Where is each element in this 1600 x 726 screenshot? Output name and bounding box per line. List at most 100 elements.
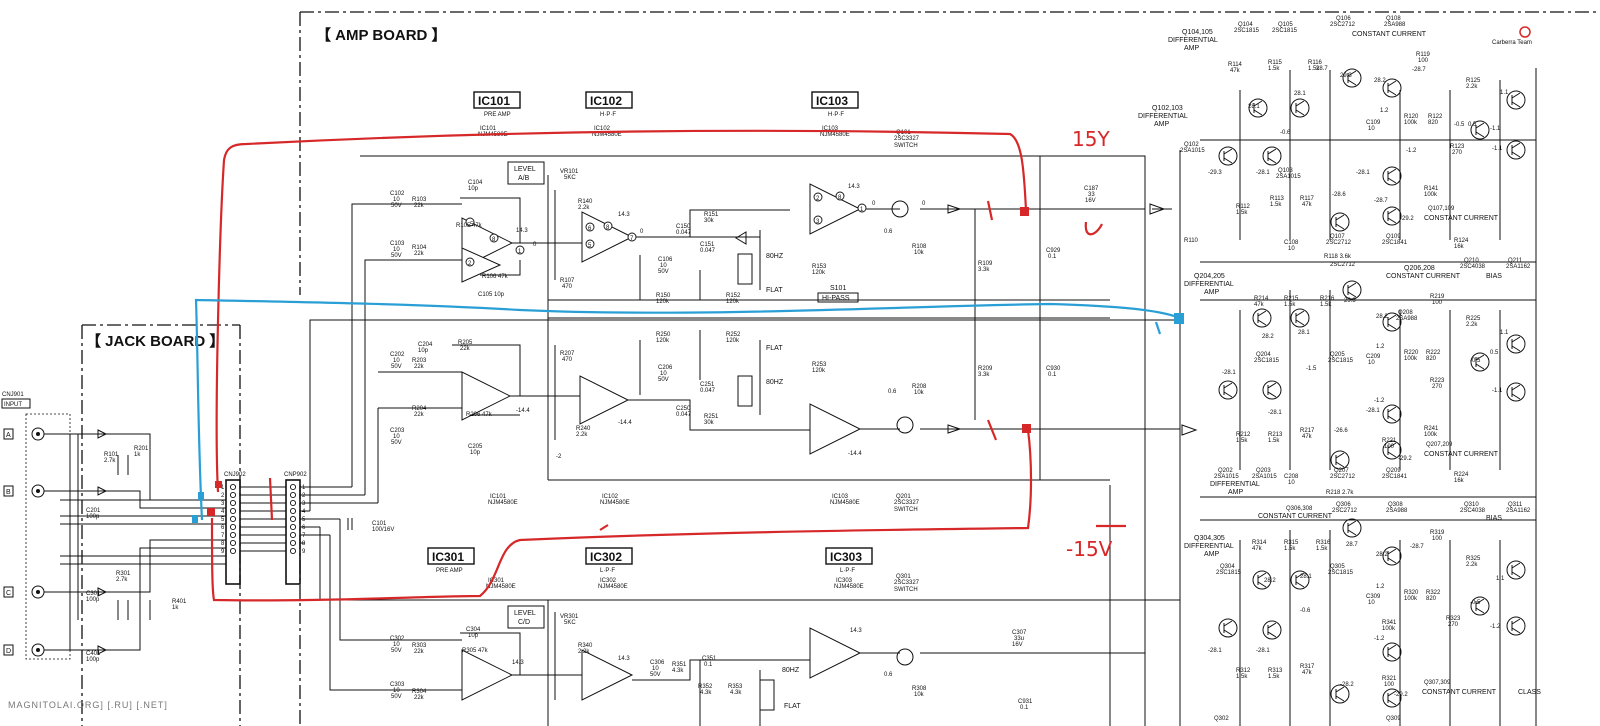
svg-text:2SC1815: 2SC1815 (1254, 358, 1280, 364)
input-jack-c: C (3, 585, 45, 599)
transistor-leads (1295, 100, 1305, 116)
svg-text:2.2k: 2.2k (576, 432, 588, 438)
cnj902-pin-number: 2 (221, 493, 225, 499)
svg-text:C206: C206 (658, 365, 673, 371)
ic-header-box (427, 547, 475, 565)
ic-header-ref: IC101 (480, 126, 497, 132)
svg-text:R213: R213 (1268, 432, 1283, 438)
svg-text:-1.2: -1.2 (1374, 398, 1385, 404)
svg-text:Q107: Q107 (1330, 234, 1345, 240)
svg-text:IC101: IC101 (490, 494, 507, 500)
svg-text:Q204: Q204 (1256, 352, 1271, 358)
ic103-opamp (809, 183, 862, 235)
transistor-symbol (1262, 146, 1282, 166)
svg-text:C351: C351 (702, 656, 717, 662)
svg-text:30k: 30k (704, 218, 715, 224)
svg-text:R115: R115 (1268, 60, 1283, 66)
ic-header-ref: IC102 (594, 126, 611, 132)
cnj902-pin-7 (229, 531, 237, 539)
corner-logo-icon (1519, 26, 1531, 38)
svg-text:C102: C102 (390, 191, 405, 197)
svg-text:R214: R214 (1254, 296, 1269, 302)
svg-text:1.5k: 1.5k (1308, 66, 1320, 72)
svg-text:-29.2: -29.2 (1400, 216, 1414, 222)
transistor-symbol (1506, 382, 1526, 402)
svg-text:50V: 50V (391, 440, 402, 446)
svg-text:2SC3327: 2SC3327 (894, 136, 920, 142)
svg-text:28.2: 28.2 (1376, 552, 1388, 558)
svg-text:0.1: 0.1 (1048, 254, 1057, 260)
jack-board-wiring (44, 429, 226, 655)
svg-text:2.2k: 2.2k (1466, 322, 1478, 328)
svg-text:R106 47k: R106 47k (482, 274, 509, 280)
svg-text:-28.1: -28.1 (1208, 648, 1222, 654)
svg-text:-28.1: -28.1 (1256, 170, 1270, 176)
svg-text:C250: C250 (676, 406, 691, 412)
svg-text:C931: C931 (1018, 699, 1033, 705)
cnj902-connector (225, 479, 241, 585)
svg-text:1.5k: 1.5k (1284, 546, 1296, 552)
svg-text:CLASS: CLASS (1518, 689, 1541, 696)
svg-text:29.3: 29.3 (1340, 73, 1352, 79)
svg-text:CONSTANT CURRENT: CONSTANT CURRENT (1424, 451, 1499, 458)
svg-text:10: 10 (1368, 600, 1375, 606)
svg-text:R207: R207 (560, 351, 575, 357)
svg-text:50V: 50V (391, 253, 402, 259)
svg-text:Q304,305: Q304,305 (1194, 535, 1225, 542)
transistor-leads (1475, 598, 1485, 614)
transistor-leads (1223, 148, 1233, 164)
svg-text:R219: R219 (1430, 294, 1445, 300)
level-cd-box (507, 605, 545, 629)
svg-text:470: 470 (562, 357, 573, 363)
transistor-symbol (1218, 618, 1238, 638)
svg-text:R122: R122 (1428, 114, 1443, 120)
svg-text:2SC1815: 2SC1815 (1234, 28, 1260, 34)
svg-text:0.1: 0.1 (704, 662, 713, 668)
cnp902-pin-7 (289, 531, 297, 539)
svg-text:R308: R308 (912, 686, 927, 692)
svg-text:1.5k: 1.5k (1270, 202, 1282, 208)
transistor-symbol (1342, 518, 1362, 538)
svg-text:1.2: 1.2 (1376, 344, 1385, 350)
svg-text:2SA988: 2SA988 (1396, 316, 1418, 322)
svg-text:2SA1162: 2SA1162 (1506, 264, 1531, 270)
svg-text:R224: R224 (1454, 472, 1469, 478)
svg-text:R108: R108 (912, 244, 927, 250)
svg-text:R314: R314 (1252, 540, 1267, 546)
svg-text:28.1: 28.1 (1248, 104, 1260, 110)
ic-header-function: PRE AMP (436, 568, 463, 574)
svg-text:C109: C109 (1366, 120, 1381, 126)
cnp902-pin-number: 5 (302, 517, 306, 523)
svg-text:1.5k: 1.5k (1316, 546, 1328, 552)
ic-header-ref: IC301 (488, 578, 505, 584)
svg-text:R322: R322 (1426, 590, 1441, 596)
svg-text:NJM4580E: NJM4580E (600, 500, 630, 506)
svg-text:100: 100 (1432, 300, 1443, 306)
jack-letter-c: C (6, 590, 11, 597)
svg-text:10p: 10p (468, 633, 479, 639)
svg-text:270: 270 (1432, 384, 1443, 390)
svg-text:C205: C205 (468, 444, 483, 450)
svg-text:R305 47k: R305 47k (462, 648, 489, 654)
svg-text:14.3: 14.3 (850, 628, 862, 634)
svg-text:R312: R312 (1236, 668, 1251, 674)
svg-text:Q107,109: Q107,109 (1428, 206, 1455, 212)
svg-text:1: 1 (518, 249, 522, 255)
svg-text:C930: C930 (1046, 366, 1061, 372)
hi-pass-label: HI-PASS (822, 295, 850, 302)
transistor-symbol (1330, 212, 1350, 232)
svg-text:100k: 100k (1424, 192, 1438, 198)
svg-text:R119: R119 (1416, 52, 1431, 58)
transistor-leads (1387, 548, 1397, 564)
transistor-leads (1257, 572, 1267, 588)
cnj902-pin-1 (229, 483, 237, 491)
svg-text:-29.2: -29.2 (1394, 692, 1408, 698)
transistor-symbol (1248, 98, 1268, 118)
c301-label: C301 (86, 591, 101, 597)
transistor-leads (1387, 690, 1397, 706)
svg-text:R209: R209 (978, 366, 993, 372)
svg-text:R117: R117 (1300, 196, 1315, 202)
svg-text:CONSTANT CURRENT: CONSTANT CURRENT (1352, 31, 1427, 38)
